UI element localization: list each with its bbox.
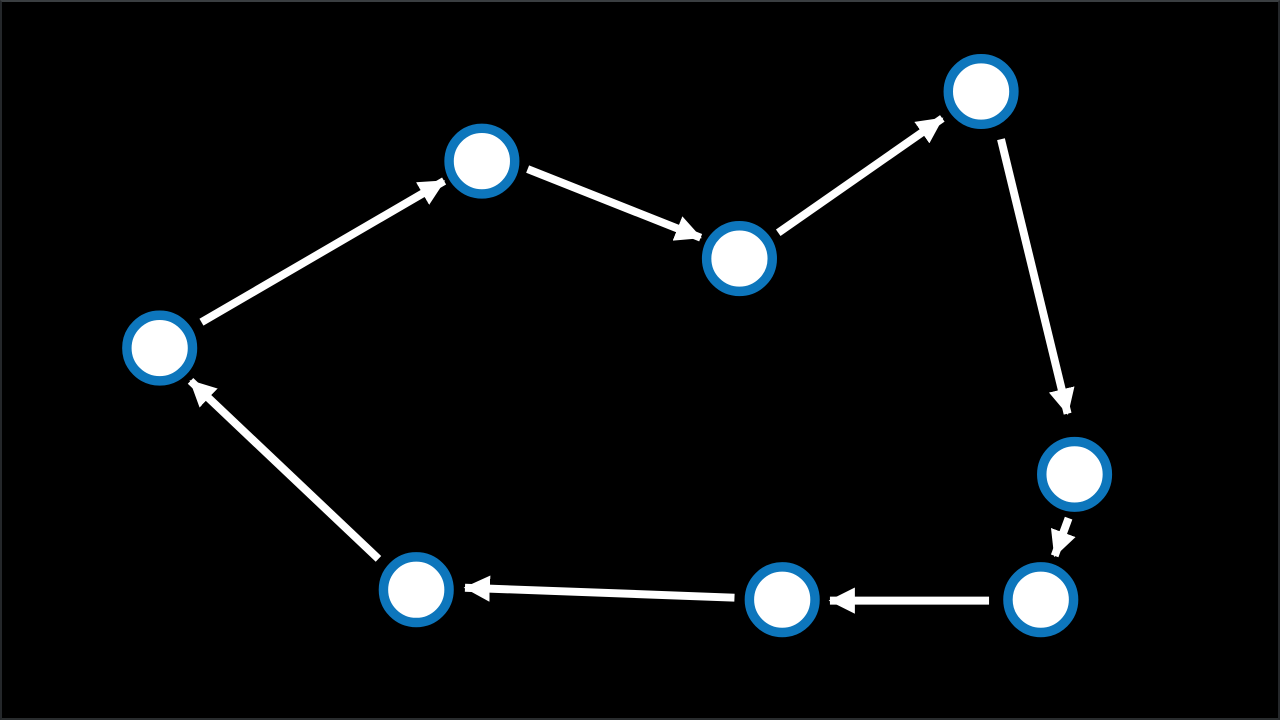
graph-node-bottom-left	[378, 552, 454, 628]
graph-node-center	[701, 221, 777, 297]
edge-arrow-left-to-upper-left-mid	[199, 177, 447, 326]
graph-node-left	[122, 310, 198, 386]
edge-arrow-upper-left-mid-to-center	[526, 165, 703, 242]
edge-arrow-bottom-center-to-bottom-left	[463, 575, 735, 602]
edge-arrow-bottom-left-to-left	[187, 377, 382, 562]
graph-node-right	[1037, 436, 1113, 512]
graph-node-top-right	[943, 53, 1019, 130]
edge-arrow-top-right-to-right	[997, 138, 1075, 415]
edge-arrow-right-to-bottom-right	[1050, 516, 1076, 558]
graph-node-bottom-right	[1003, 562, 1079, 638]
graph-node-upper-left-mid	[444, 123, 520, 199]
edge-arrow-center-to-top-right	[775, 115, 945, 236]
graph-node-bottom-center	[744, 562, 820, 638]
